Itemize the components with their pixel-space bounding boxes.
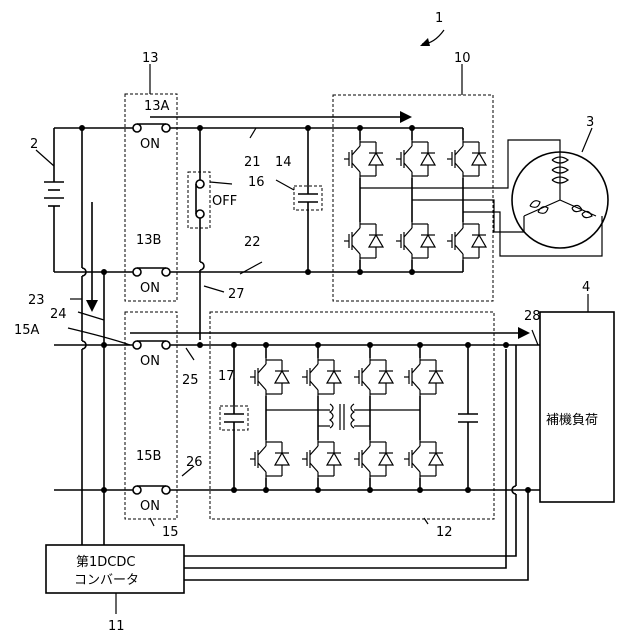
arrow-current-upper xyxy=(150,111,412,123)
inverter-lower-switch-1 xyxy=(344,222,383,260)
inverter-lower-switch-2 xyxy=(396,222,435,260)
arrow-current-vertical xyxy=(86,202,98,312)
label-1: 1 xyxy=(435,11,443,26)
label-11: 11 xyxy=(108,619,125,634)
label-14: 14 xyxy=(275,155,292,170)
switch-13B xyxy=(133,268,170,276)
label-15B: 15B xyxy=(136,449,161,464)
aux-load-label: 補機負荷 xyxy=(546,413,598,428)
state-16: OFF xyxy=(212,194,237,209)
label-12: 12 xyxy=(436,525,453,540)
arrow-ref-1 xyxy=(420,30,444,46)
label-24: 24 xyxy=(50,307,67,322)
converter-label-line2: コンバータ xyxy=(74,573,139,588)
label-2: 2 xyxy=(30,137,38,152)
label-27: 27 xyxy=(228,287,245,302)
label-10: 10 xyxy=(454,51,471,66)
label-15: 15 xyxy=(162,525,179,540)
inverter-upper-switch-3 xyxy=(447,140,486,178)
dcdc-upper-switch-3 xyxy=(354,358,393,396)
output-capacitor xyxy=(458,345,478,490)
switch-13A xyxy=(133,124,170,132)
capacitor-14 xyxy=(294,128,322,272)
capacitor-17 xyxy=(220,345,248,490)
state-13B: ON xyxy=(140,281,160,296)
label-3: 3 xyxy=(586,115,594,130)
inverter-lower-switch-3 xyxy=(447,222,486,260)
inverter-upper-switch-2 xyxy=(396,140,435,178)
dcdc-upper-switch-1 xyxy=(250,358,289,396)
switch-15A xyxy=(133,341,170,349)
state-15A: ON xyxy=(140,354,160,369)
label-16: 16 xyxy=(248,175,265,190)
wire-23 xyxy=(82,128,86,545)
battery-2 xyxy=(44,128,64,272)
label-13A: 13A xyxy=(144,99,170,114)
label-4: 4 xyxy=(582,280,590,295)
label-15A: 15A xyxy=(14,323,40,338)
label-26: 26 xyxy=(186,455,203,470)
converter-label-line1: 第1DCDC xyxy=(76,555,135,570)
dcdc-lower-switch-4 xyxy=(404,440,443,478)
inverter-upper-switch-1 xyxy=(344,140,383,178)
label-28: 28 xyxy=(524,309,541,324)
arrow-current-lower xyxy=(130,327,530,339)
motor-3 xyxy=(418,140,608,256)
label-25: 25 xyxy=(182,373,199,388)
dcdc-lower-switch-1 xyxy=(250,440,289,478)
label-21: 21 xyxy=(244,155,261,170)
dcdc-lower-switch-3 xyxy=(354,440,393,478)
dcdc-lower-switch-2 xyxy=(302,440,341,478)
converter-box-12 xyxy=(210,312,494,519)
label-17: 17 xyxy=(218,369,235,384)
dcdc-upper-switch-2 xyxy=(302,358,341,396)
state-13A: ON xyxy=(140,137,160,152)
label-22: 22 xyxy=(244,235,261,250)
switch-16 xyxy=(196,128,204,340)
aux-load-4 xyxy=(540,312,614,502)
label-13: 13 xyxy=(142,51,159,66)
switch-15B xyxy=(133,486,170,494)
state-15B: ON xyxy=(140,499,160,514)
dcdc-converter-12 xyxy=(250,345,443,490)
dcdc-upper-switch-4 xyxy=(404,358,443,396)
label-23: 23 xyxy=(28,293,45,308)
label-13B: 13B xyxy=(136,233,161,248)
